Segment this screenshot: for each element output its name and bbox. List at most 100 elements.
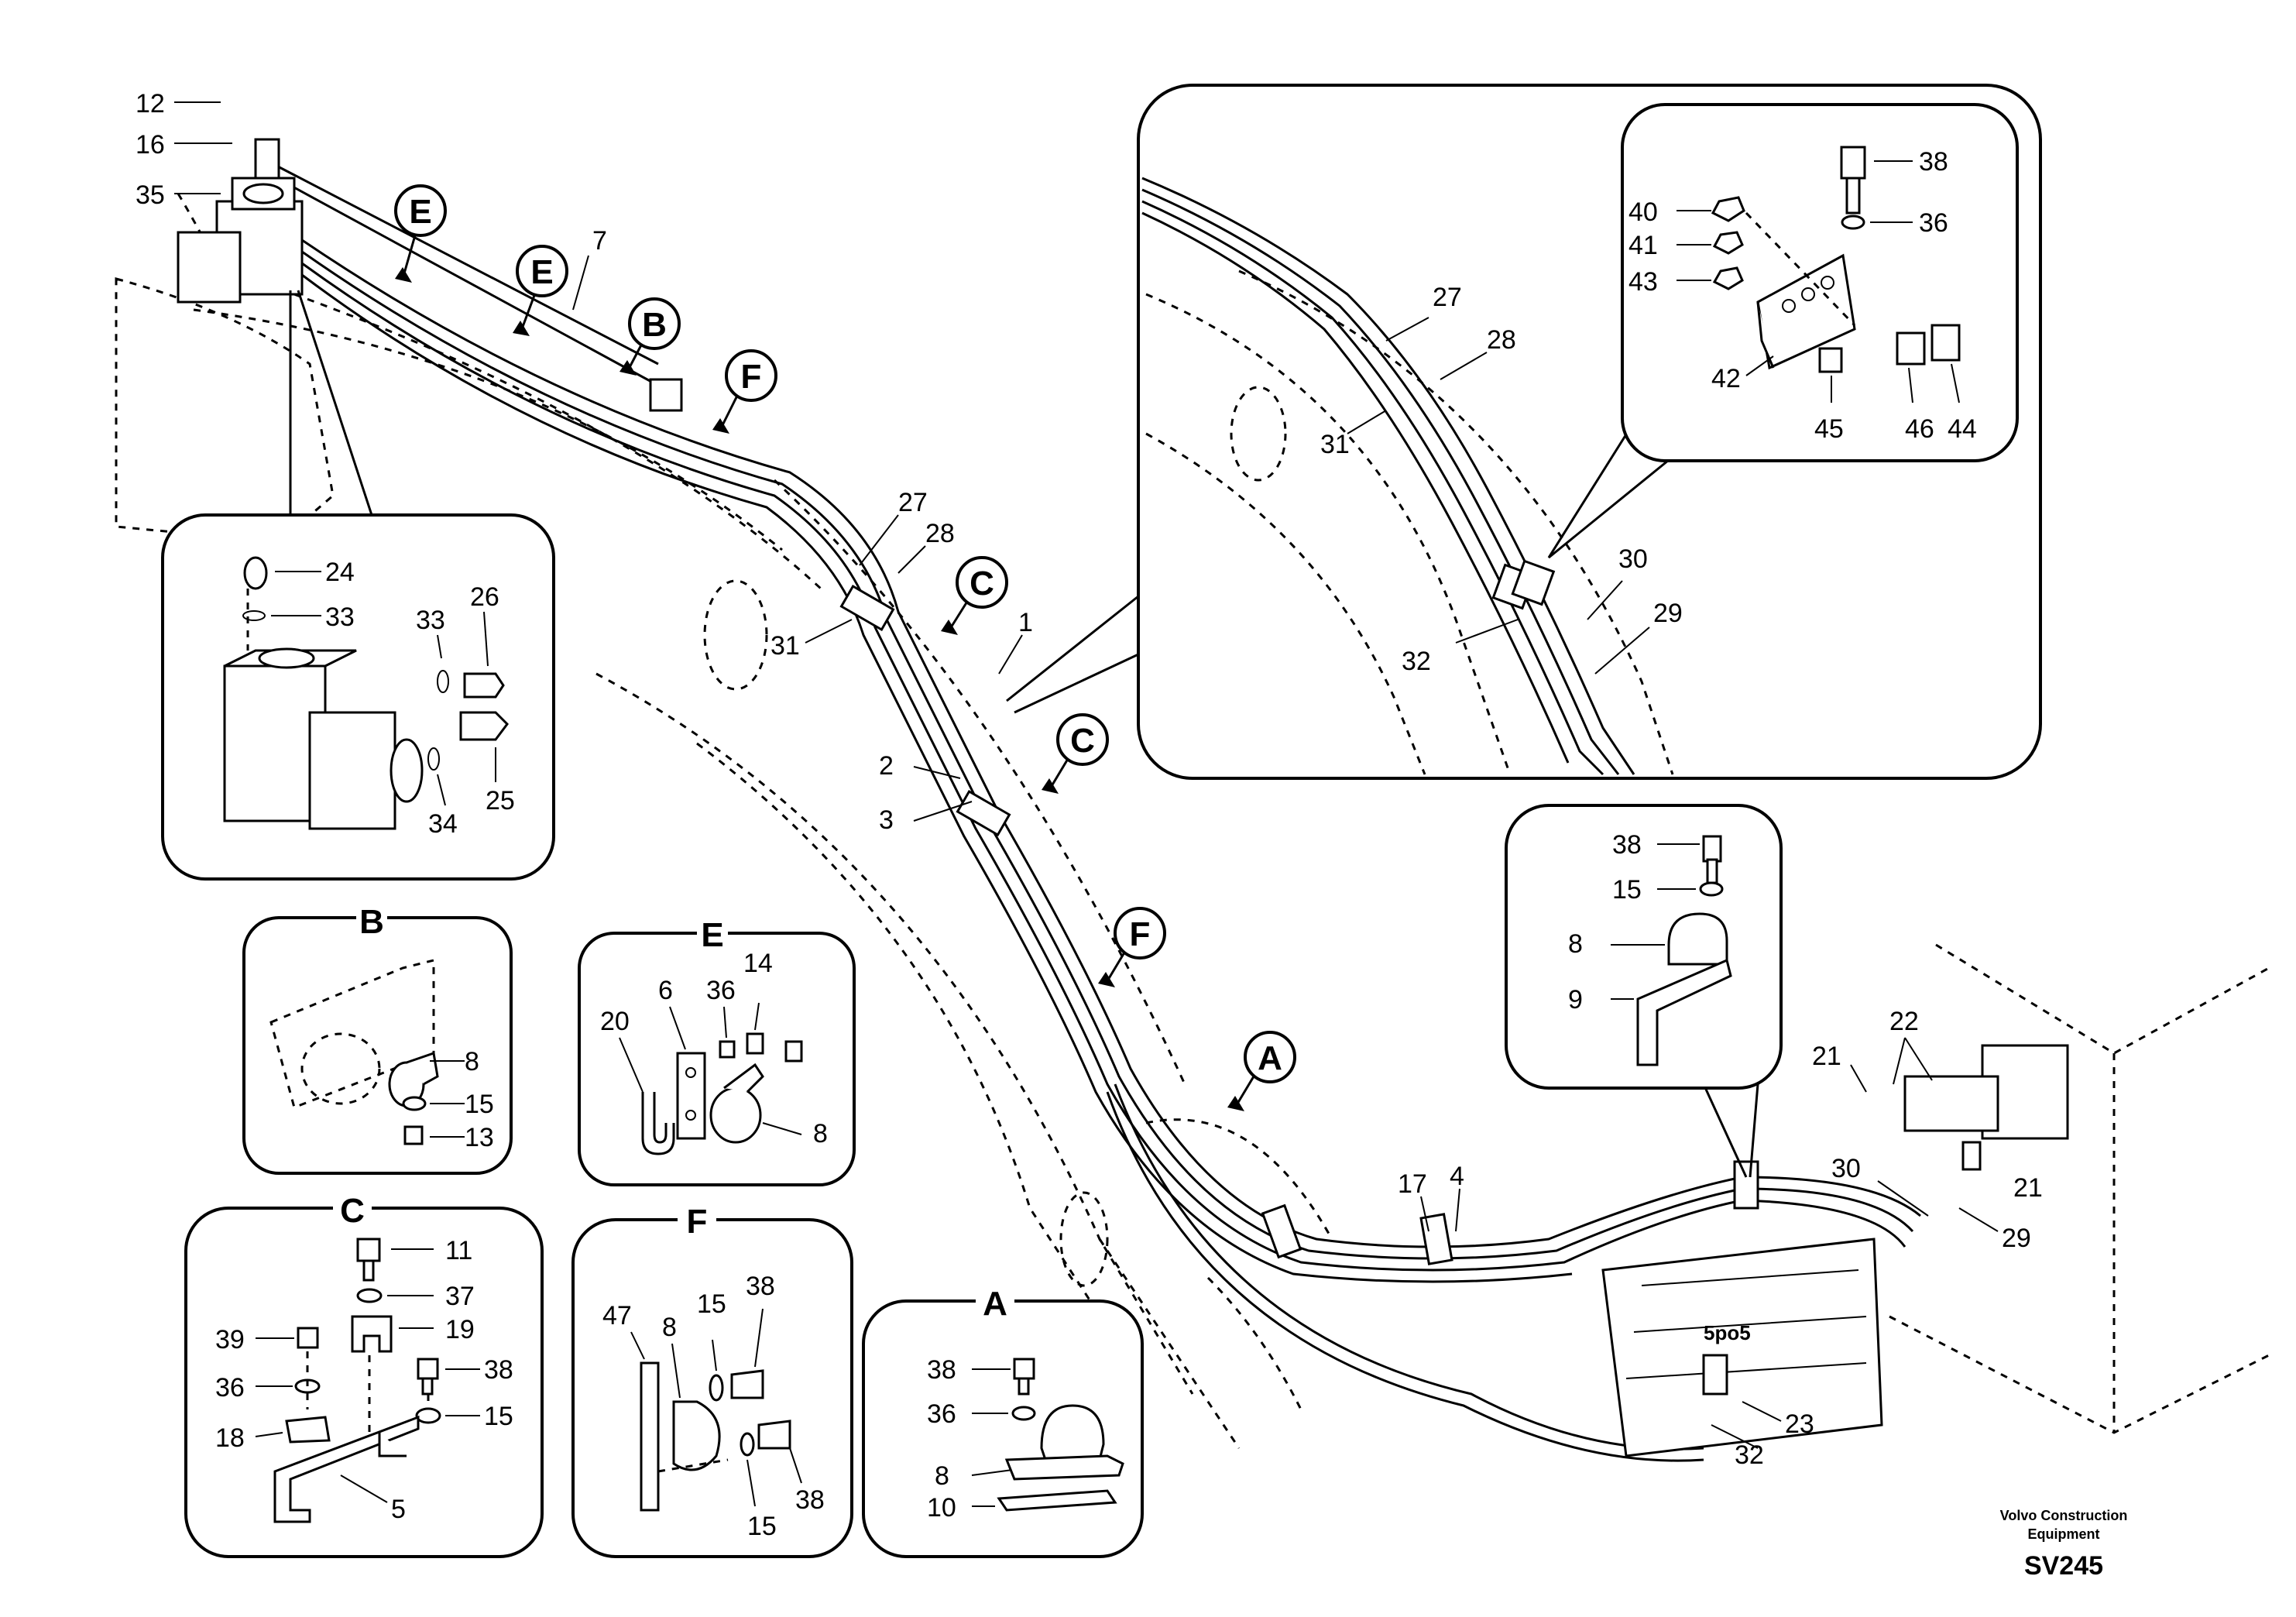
part-number: 33 — [325, 603, 355, 632]
part-number: 9 — [1568, 985, 1583, 1014]
part-number: 19 — [445, 1315, 475, 1344]
part-number: 36 — [706, 976, 736, 1005]
part-number: 41 — [1628, 231, 1658, 260]
callout-letter: C — [1070, 722, 1095, 760]
callout-C-2[interactable]: C — [1042, 713, 1109, 794]
part-number: 38 — [795, 1485, 825, 1515]
callout-letter: A — [1258, 1039, 1282, 1077]
part-number: 29 — [2002, 1224, 2031, 1253]
valve-detail-leader — [289, 290, 373, 516]
part-number: 8 — [813, 1119, 828, 1148]
part-number: 24 — [325, 558, 355, 587]
boom-hoses — [254, 138, 1921, 1462]
valve-detail: 24 33 33 26 25 34 — [161, 513, 555, 881]
callout-E-2[interactable]: E — [513, 245, 568, 336]
part-number: 38 — [1919, 147, 1948, 177]
brand-line-1: Volvo Construction — [2000, 1508, 2128, 1523]
callout-A[interactable]: A — [1227, 1031, 1296, 1111]
part-number: 30 — [1618, 544, 1648, 574]
part-number: 27 — [1433, 283, 1462, 312]
part-number: 29 — [1653, 599, 1683, 628]
footer-brand: Volvo Construction Equipment SV245 — [2000, 1508, 2128, 1581]
part-number: 35 — [136, 180, 165, 210]
part-number: 25 — [486, 786, 515, 815]
part-number: 15 — [697, 1289, 726, 1319]
part-number: 21 — [1812, 1042, 1841, 1071]
part-number: 34 — [428, 809, 458, 839]
part-number: 30 — [1831, 1154, 1861, 1183]
part-number: 12 — [136, 89, 165, 118]
part-number: 26 — [470, 582, 499, 612]
detail-title: A — [983, 1285, 1007, 1323]
part-number: 15 — [747, 1512, 777, 1541]
part-number: 11 — [445, 1236, 472, 1265]
part-number: 36 — [927, 1399, 956, 1429]
detail-e: E 20 6 36 14 8 — [578, 914, 856, 1186]
part-number: 10 — [927, 1493, 956, 1523]
part-number: 31 — [1320, 430, 1350, 459]
part-number: 45 — [1814, 414, 1844, 444]
callout-letter: B — [642, 306, 667, 344]
zoom-leader — [1006, 595, 1139, 714]
callout-letter: C — [970, 565, 994, 603]
part-number: 36 — [1919, 208, 1948, 238]
part-number: 32 — [1402, 647, 1431, 676]
detail-title: B — [359, 903, 384, 941]
callout-C-1[interactable]: C — [941, 556, 1008, 635]
part-number: 7 — [592, 226, 607, 256]
detail-title: C — [340, 1192, 365, 1230]
callout-F-2[interactable]: F — [1098, 907, 1166, 987]
detail-title: E — [701, 916, 723, 954]
callout-B[interactable]: B — [619, 297, 681, 376]
part-number: 43 — [1628, 267, 1658, 297]
part-number: 21 — [2013, 1173, 2043, 1203]
part-number: 20 — [600, 1007, 630, 1036]
detail-c: C 11 37 19 39 38 36 15 18 5 — [184, 1189, 544, 1558]
part-number: 42 — [1711, 364, 1741, 393]
port-label: 5po5 — [1704, 1321, 1751, 1344]
callout-F-1[interactable]: F — [712, 349, 777, 434]
detail-f: F 47 8 15 38 15 38 — [571, 1200, 853, 1558]
part-number: 28 — [925, 519, 955, 548]
part-number: 5 — [391, 1495, 406, 1524]
part-number: 15 — [1612, 875, 1642, 905]
drawing-code: SV245 — [2024, 1551, 2103, 1581]
part-number: 31 — [770, 631, 800, 661]
part-number: 37 — [445, 1282, 475, 1311]
part-number: 2 — [879, 751, 894, 781]
part-number: 46 — [1905, 414, 1934, 444]
part-number: 23 — [1785, 1409, 1814, 1439]
part-number: 33 — [416, 606, 445, 635]
part-number: 32 — [1735, 1440, 1764, 1470]
part-number: 38 — [1612, 830, 1642, 860]
detail-b: B 8 15 13 — [242, 902, 513, 1175]
detail-a: A 38 36 8 10 — [862, 1285, 1144, 1558]
callout-E-1[interactable]: E — [394, 184, 447, 283]
main-part-labels: 12 16 35 7 27 28 31 1 2 3 17 4 21 22 21 … — [136, 89, 2043, 1470]
part-number: 27 — [898, 488, 928, 517]
part-number: 28 — [1487, 325, 1516, 355]
part-number: 15 — [465, 1090, 494, 1119]
part-number: 6 — [658, 976, 673, 1005]
part-number: 3 — [879, 805, 894, 835]
part-number: 15 — [484, 1402, 513, 1431]
part-number: 8 — [1568, 929, 1583, 959]
part-number: 17 — [1398, 1169, 1427, 1199]
zoom-detail: 27 28 31 30 29 32 38 36 40 41 43 — [1006, 84, 2042, 780]
part-number: 18 — [215, 1423, 245, 1453]
clamp-leader — [1702, 1083, 1759, 1178]
part-number: 40 — [1628, 197, 1658, 227]
control-valve-block — [1601, 1044, 2069, 1457]
part-number: 8 — [465, 1047, 479, 1076]
callout-letter: E — [530, 253, 553, 291]
part-number: 39 — [215, 1325, 245, 1354]
part-number: 8 — [935, 1461, 949, 1491]
part-number: 38 — [484, 1355, 513, 1385]
part-number: 4 — [1450, 1162, 1464, 1191]
part-number: 14 — [743, 949, 773, 978]
clamp-detail: 38 15 8 9 — [1505, 804, 1783, 1178]
part-number: 44 — [1948, 414, 1977, 444]
callout-letter: F — [741, 358, 762, 396]
part-number: 13 — [465, 1123, 494, 1152]
